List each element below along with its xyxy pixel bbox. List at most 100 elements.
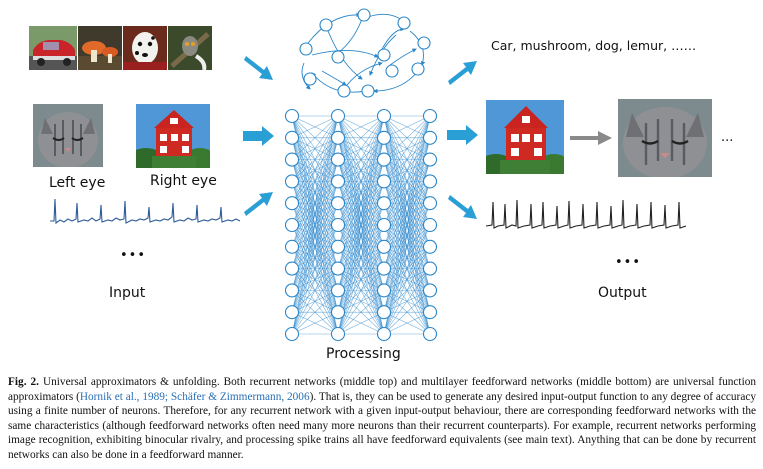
ff-neuron: [330, 283, 346, 298]
ff-connection: [291, 115, 339, 291]
arrow-icons-left: [243, 56, 274, 216]
ff-connection: [337, 115, 385, 247]
ff-connection: [291, 115, 339, 226]
ff-neuron: [284, 326, 300, 342]
ff-neuron: [422, 130, 438, 145]
ff-neuron: [422, 174, 438, 189]
ff-connection: [291, 159, 339, 335]
ff-connection: [337, 115, 385, 269]
car-thumbnail: [29, 26, 77, 70]
ff-connection: [291, 268, 339, 335]
ff-neuron: [330, 152, 346, 167]
dog-thumbnail: [123, 26, 167, 70]
ff-connection: [291, 115, 339, 204]
ff-connection: [337, 203, 385, 335]
ff-connection: [291, 311, 339, 335]
caption-text-part2: ). That is, they can be used to generate…: [8, 390, 756, 461]
arrow-up-right-icon: [244, 192, 273, 216]
ff-connection: [291, 181, 339, 335]
output-dots: •••: [615, 255, 642, 270]
input-label: Input: [109, 285, 146, 301]
ff-connection: [291, 203, 339, 335]
ff-connection: [337, 115, 385, 182]
ff-connection: [337, 159, 385, 335]
ff-connection: [337, 115, 385, 313]
caption-text-part1: Universal approximators & unfolding. Bot…: [8, 376, 757, 403]
ff-connection: [337, 246, 385, 335]
ff-neuron: [330, 130, 346, 145]
ff-neuron: [376, 239, 392, 254]
ff-neuron: [330, 108, 346, 124]
figure: Left eye Right eye ••• Input: [29, 8, 733, 362]
ff-connection: [383, 268, 431, 335]
ff-connection: [383, 115, 431, 204]
ff-neuron: [376, 152, 392, 167]
ff-neuron: [330, 174, 346, 189]
ff-connection: [383, 290, 431, 335]
recurrent-network: [299, 8, 431, 98]
ff-connection: [291, 246, 339, 335]
red-house-photo-output: [486, 100, 564, 174]
ff-connection: [337, 115, 385, 335]
ff-connection: [383, 115, 431, 269]
ff-neuron: [284, 152, 300, 167]
arrow-right-icon: [243, 126, 274, 146]
ff-connection: [337, 290, 385, 335]
ff-neuron: [284, 283, 300, 298]
mushroom-thumbnail: [78, 26, 122, 70]
ff-neuron: [284, 174, 300, 189]
input-dots: •••: [120, 248, 147, 263]
ff-neuron: [422, 108, 438, 124]
ff-connection: [337, 115, 385, 291]
ff-connection: [337, 268, 385, 335]
ff-neuron: [284, 196, 300, 211]
cat-photo-input: [33, 104, 103, 167]
ff-neuron: [422, 326, 438, 342]
arrow-icons-right: [447, 61, 478, 219]
ff-connection: [383, 115, 431, 291]
output-label: Output: [598, 285, 647, 301]
ff-connection: [383, 115, 431, 313]
figure-caption: Fig. 2. Universal approximators & unfold…: [8, 375, 756, 463]
ff-connection: [383, 115, 431, 335]
feedforward-network: [284, 108, 438, 342]
ff-connection: [383, 115, 431, 160]
gray-arrow-icon: [570, 131, 612, 145]
ff-connection: [383, 115, 431, 139]
ff-neuron: [422, 152, 438, 167]
ff-neuron: [330, 305, 346, 320]
ff-neuron: [330, 239, 346, 254]
figure-number: Fig. 2.: [8, 376, 39, 388]
ff-neuron: [284, 305, 300, 320]
ff-connection: [291, 290, 339, 335]
ff-neuron: [376, 174, 392, 189]
ff-neuron: [376, 261, 392, 276]
ff-connection: [291, 137, 339, 335]
ff-connection: [291, 115, 339, 160]
ff-connection: [337, 224, 385, 335]
arrow-down-right-icon-out: [448, 195, 477, 219]
ff-neuron: [284, 108, 300, 124]
ff-connection: [291, 224, 339, 335]
ff-connection: [337, 115, 385, 160]
arrow-up-right-icon-out: [448, 61, 477, 85]
ff-neuron: [330, 196, 346, 211]
ff-connection: [383, 181, 431, 335]
ff-neuron: [422, 239, 438, 254]
citation-link[interactable]: Hornik et al., 1989; Schäfer & Zimmerman…: [79, 390, 310, 403]
right-eye-label: Right eye: [150, 173, 217, 189]
ff-neuron: [422, 305, 438, 320]
left-eye-label: Left eye: [49, 175, 106, 191]
ff-connection: [383, 137, 431, 335]
ff-connection: [291, 115, 339, 182]
ff-connection: [383, 115, 431, 182]
ff-neuron: [330, 217, 346, 233]
ff-connection: [291, 115, 339, 139]
arrow-down-right-icon: [244, 56, 273, 80]
ff-neuron: [422, 283, 438, 298]
ff-neuron: [284, 130, 300, 145]
ff-connection: [291, 115, 339, 313]
ff-neuron: [422, 261, 438, 276]
output-spike-train: [486, 199, 686, 229]
ff-neuron: [376, 326, 392, 342]
